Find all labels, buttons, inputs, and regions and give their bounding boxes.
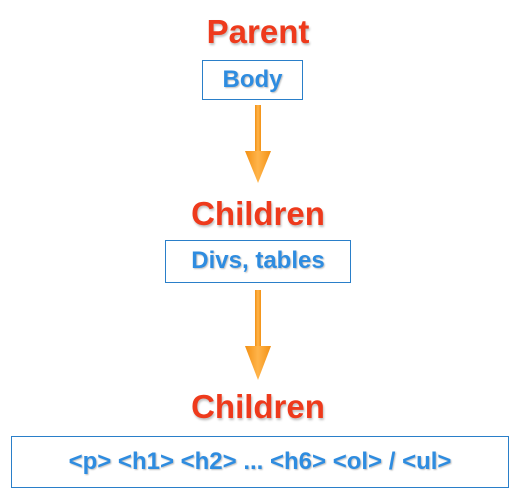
grandchildren-title: Children <box>191 388 325 425</box>
parent-box: Body <box>202 60 303 100</box>
grandchildren-box: <p> <h1> <h2> ... <h6> <ol> / <ul> <box>11 436 509 488</box>
children-title: Children <box>191 195 325 232</box>
children-box: Divs, tables <box>165 240 351 283</box>
parent-title: Parent <box>206 13 310 50</box>
down-arrow-icon <box>245 290 271 380</box>
down-arrow-icon <box>245 105 271 183</box>
